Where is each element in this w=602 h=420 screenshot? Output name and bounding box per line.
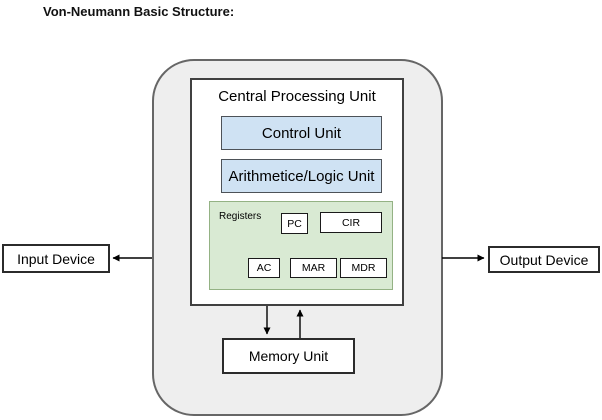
registers-label: Registers [219,211,262,222]
cpu-box: Central Processing Unit Control Unit Ari… [190,78,404,306]
register-ac-box: AC [248,258,280,278]
memory-unit-box: Memory Unit [222,338,355,374]
register-mar-box: MAR [290,258,337,278]
diagram-title: Von-Neumann Basic Structure: [43,4,235,19]
registers-group: Registers PC CIR AC MAR MDR [209,201,393,290]
alu-box: Arithmetice/Logic Unit [221,159,382,193]
output-device-box: Output Device [488,246,600,273]
register-cir-box: CIR [320,212,382,233]
register-pc-box: PC [281,213,308,234]
input-device-box: Input Device [2,244,110,273]
register-mdr-box: MDR [340,258,387,278]
control-unit-box: Control Unit [221,116,382,150]
cpu-label: Central Processing Unit [218,88,376,105]
